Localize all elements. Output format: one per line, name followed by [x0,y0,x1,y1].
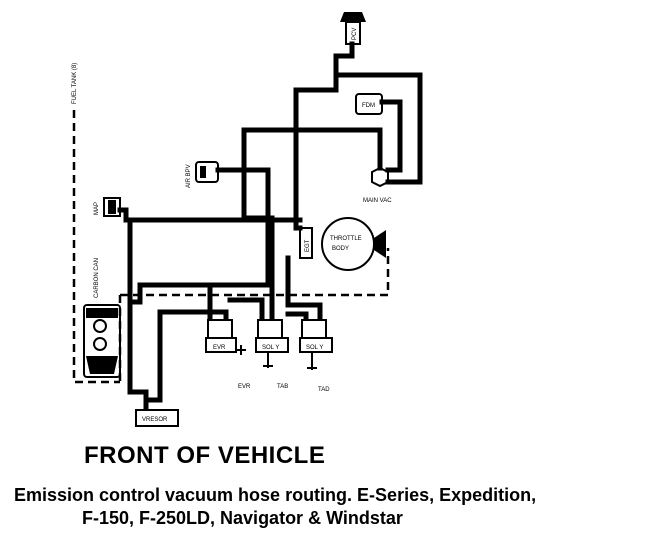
vacuum-hoses [117,41,423,413]
caption-line-1: Emission control vacuum hose routing. E-… [14,485,537,505]
pcv-label: PCV [352,28,358,40]
tab-solenoid [255,319,289,368]
caption-line-2: F-150, F-250LD, Navigator & Windstar [82,508,403,528]
evr-solenoid [205,319,246,355]
tad-label: TAD [318,387,330,393]
vresor-label: VRESOR [142,417,168,423]
map-label: MAP [94,202,100,215]
sol-y-2-label: SOL Y [306,345,323,351]
engine-dashed-outline [118,248,390,382]
air-bpv-label: AIR BPV [186,164,192,188]
egt-label: EGT [305,239,311,252]
main-vac-label: MAIN VAC [363,198,392,204]
fuel-tank-label: FUEL TANK (8) [72,63,78,104]
front-of-vehicle-label: FRONT OF VEHICLE [84,442,326,469]
fdm-label: FDM [362,103,375,109]
throttle-body-label-1: THROTTLE [330,236,362,242]
vresor [135,409,179,427]
vacuum-hose-diagram: FUEL TANK (8) CARBON CAN MAP AIR BPV PCV… [72,12,423,427]
evr-box-label: EVR [213,345,226,351]
sol-y-1-label: SOL Y [262,345,279,351]
map-sensor [103,197,121,217]
air-bpv [195,161,219,183]
carbon-can-label: CARBON CAN [94,258,100,298]
throttle-body [299,217,386,271]
carbon-can [83,304,121,378]
fuel-tank-dashed-line [72,110,120,384]
evr-label: EVR [238,384,251,390]
tab-label: TAB [277,384,288,390]
throttle-body-label-2: BODY [332,246,349,252]
tad-solenoid [299,319,333,370]
